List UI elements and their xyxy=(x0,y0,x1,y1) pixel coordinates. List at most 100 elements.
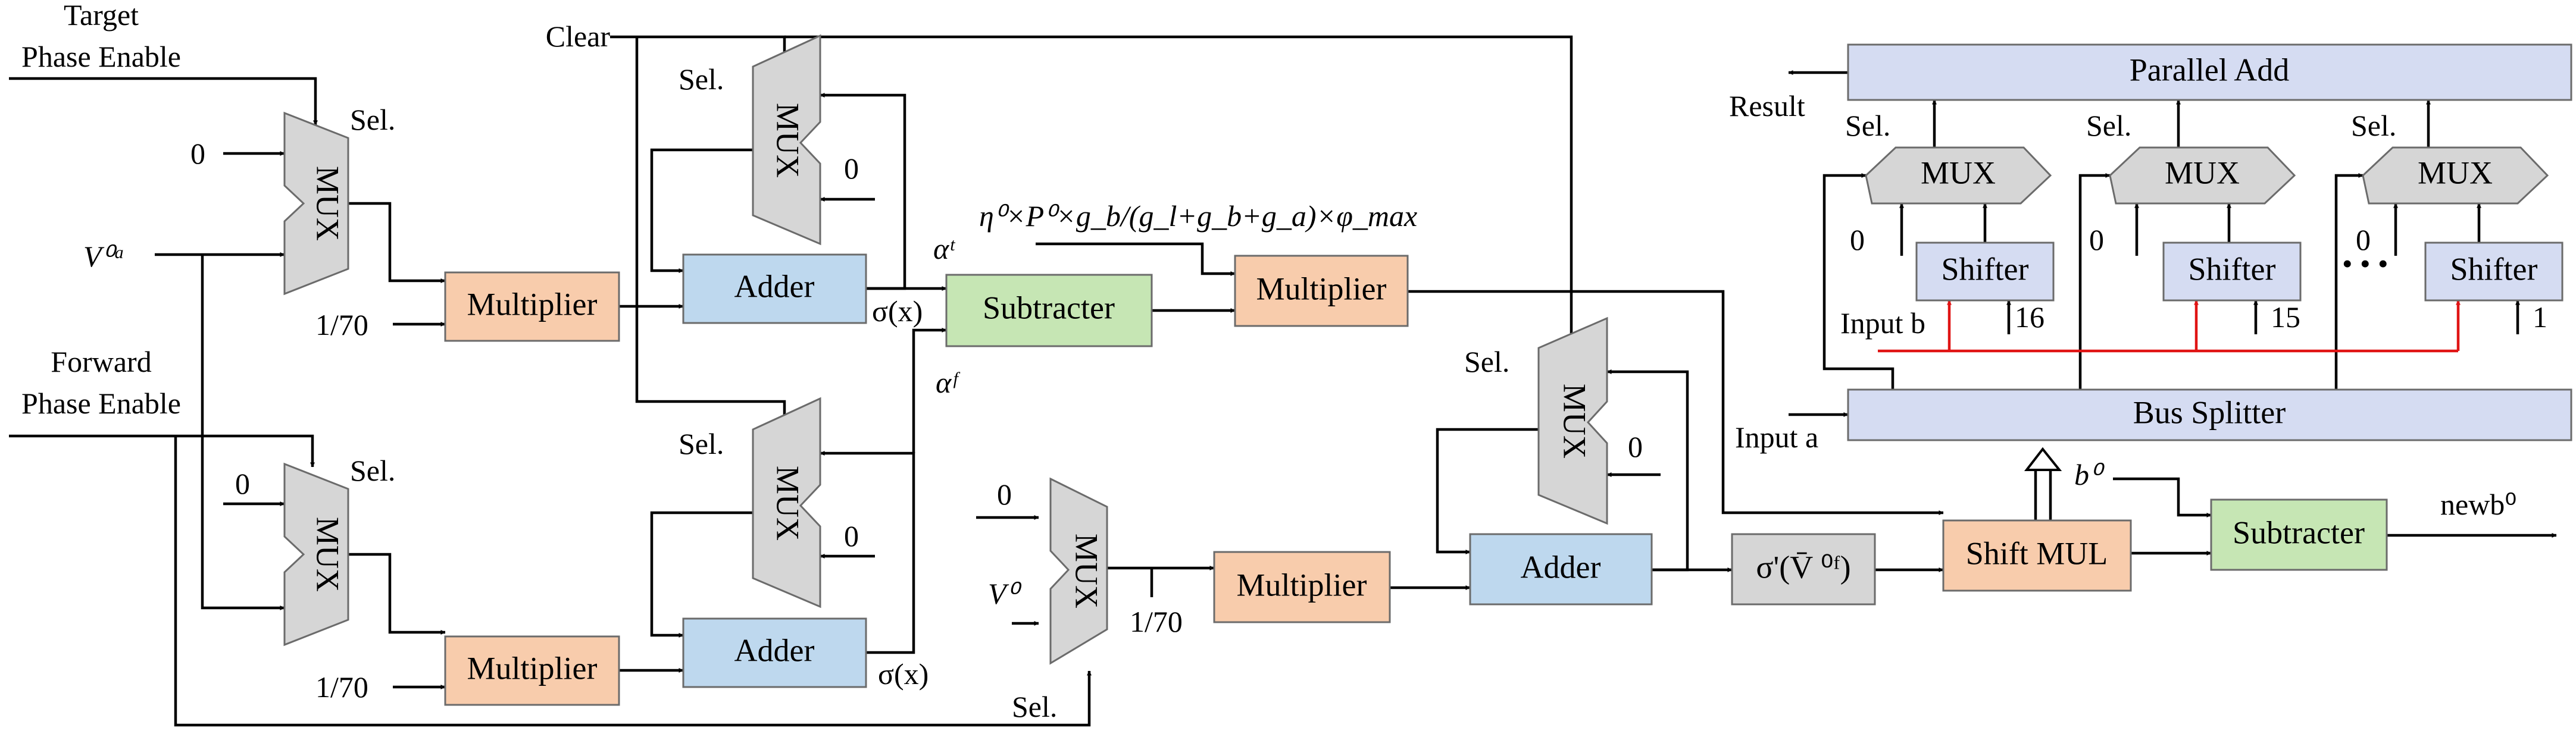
sigma-prime-block: σ'(V̄ ⁰ᶠ) xyxy=(1731,533,1876,606)
mux-adder1-feedback-label: MUX xyxy=(770,103,806,178)
label-zero-mux8: 0 xyxy=(2089,223,2104,256)
wire-forward-to-mux5 xyxy=(174,436,1092,727)
mux-forward: MUX xyxy=(283,462,349,647)
adder-2-label: Adder xyxy=(734,632,815,668)
sigma-prime-box xyxy=(1731,533,1876,606)
wire-mux5-adder2 xyxy=(650,511,753,638)
mux-adder3-feedback-label: MUX xyxy=(1557,384,1593,459)
wire-clear-mux3 xyxy=(784,35,1574,347)
parallel-add-label: Parallel Add xyxy=(2130,52,2289,87)
label-sel-mux7: Sel. xyxy=(1845,109,1890,142)
label-alpha-f: αᶠ xyxy=(936,366,961,399)
label-ellipsis: • • • xyxy=(2342,247,2389,280)
multiplier-3-box xyxy=(1234,255,1409,327)
shifter-3: Shifter xyxy=(2424,241,2564,302)
shifter-1-box xyxy=(1915,241,2055,302)
label-v0: V⁰ xyxy=(988,577,1023,610)
wire-bus-mux7 xyxy=(1822,173,1895,390)
subtracter-2-label: Subtracter xyxy=(2233,515,2365,550)
wire-bus-mux9 xyxy=(2334,173,2364,390)
shifter-1-label: Shifter xyxy=(1942,251,2029,287)
multiplier-1: Multiplier xyxy=(444,271,620,342)
label-shift-1: 1 xyxy=(2533,300,2547,334)
adder-3: Adder xyxy=(1469,533,1653,606)
shifter-2: Shifter xyxy=(2162,241,2302,302)
label-zero-mux5: 0 xyxy=(844,519,859,553)
mux-v0-shape xyxy=(1049,477,1108,665)
multiplier-4-box xyxy=(1213,551,1391,623)
label-sigma-x-2: σ(x) xyxy=(878,657,929,691)
wire-mult3-shiftmul xyxy=(1408,290,1944,515)
wire-mux1-mult1 xyxy=(348,202,446,283)
multiplier-2-label: Multiplier xyxy=(467,650,598,686)
labels: Target Phase Enable Forward Phase Enable… xyxy=(21,0,2547,723)
mux-v0-label: MUX xyxy=(1069,534,1105,608)
mux-adder2-feedback-label: MUX xyxy=(770,466,806,541)
wire-target-enable xyxy=(9,77,318,126)
adder-2: Adder xyxy=(682,617,867,688)
label-sel-mux5: Sel. xyxy=(679,427,724,460)
mux-v0: MUX xyxy=(1049,477,1108,665)
wire-forward-enable xyxy=(9,434,315,468)
label-zero-mux6: 0 xyxy=(997,478,1012,511)
label-forward-1: Forward xyxy=(51,345,151,378)
mux-adder3-feedback: MUX xyxy=(1537,316,1608,525)
subtracter-1-label: Subtracter xyxy=(983,290,1115,325)
mux-adder1-feedback: MUX xyxy=(752,34,821,246)
label-sel-mux1: Sel. xyxy=(350,103,395,136)
wire-b0-sub2 xyxy=(2113,477,2212,517)
label-b0: b⁰ xyxy=(2074,458,2105,491)
label-zero-mux2: 0 xyxy=(235,467,250,500)
sigma-prime-label: σ'(V̄ ⁰ᶠ) xyxy=(1756,549,1850,585)
wire-mux2-mult2 xyxy=(348,553,446,635)
label-zero-mux9: 0 xyxy=(2356,223,2371,256)
label-sel-mux4: Sel. xyxy=(679,62,724,96)
mux-target-shape xyxy=(283,111,349,296)
parallel-add-box xyxy=(1847,43,2572,101)
wire-clear-mux5 xyxy=(635,37,787,422)
mux-shift-2-label: MUX xyxy=(2165,155,2240,190)
label-clear: Clear xyxy=(546,20,611,53)
mux-forward-label: MUX xyxy=(310,517,346,592)
label-alpha-t: αᵗ xyxy=(933,232,955,265)
shifter-1: Shifter xyxy=(1915,241,2055,302)
multiplier-3-label: Multiplier xyxy=(1256,271,1387,306)
mux-forward-shape xyxy=(283,462,349,647)
mux-shift-2-shape xyxy=(2109,146,2296,205)
multiplier-1-box xyxy=(444,271,620,342)
bus-splitter-label: Bus Splitter xyxy=(2133,394,2286,430)
mux-target-label: MUX xyxy=(310,166,346,241)
multiplier-2: Multiplier xyxy=(444,635,620,706)
wire-mux4-adder1 xyxy=(650,148,753,273)
multiplier-1-label: Multiplier xyxy=(467,286,598,322)
label-sel-mux9: Sel. xyxy=(2351,109,2396,142)
label-formula: η⁰×P⁰×g_b/(g_l+g_b+g_a)×φ_max xyxy=(979,199,1417,233)
label-1over70-c: 1/70 xyxy=(1130,605,1183,638)
adder-2-box xyxy=(682,617,867,688)
label-1over70-a: 1/70 xyxy=(315,308,368,341)
multiplier-2-box xyxy=(444,635,620,706)
label-input-b: Input b xyxy=(1840,306,1925,340)
label-v0a: V⁰ᵃ xyxy=(83,240,126,273)
label-zero-mux3: 0 xyxy=(1628,430,1643,463)
wire-mux3-adder3 xyxy=(1436,428,1539,554)
shifter-3-label: Shifter xyxy=(2450,251,2538,287)
label-sel-mux6: Sel. xyxy=(1012,690,1057,723)
label-sel-mux3: Sel. xyxy=(1464,345,1509,378)
mux-shift-1: MUX xyxy=(1865,146,2052,205)
mux-target: MUX xyxy=(283,111,349,296)
multiplier-4-label: Multiplier xyxy=(1237,567,1367,603)
wire-formula-mult3 xyxy=(1036,242,1236,276)
mux-shift-1-shape xyxy=(1865,146,2052,205)
mux-adder2-feedback: MUX xyxy=(752,397,821,608)
label-target-1: Target xyxy=(64,0,139,32)
adder-3-box xyxy=(1469,533,1653,606)
bus-splitter-box xyxy=(1847,388,2572,441)
subtracter-2-box xyxy=(2210,498,2388,571)
label-new-b0: newb⁰ xyxy=(2440,488,2516,521)
wire-v0a-branch xyxy=(201,255,285,610)
adder-1-box xyxy=(682,253,867,324)
adder-1: Adder xyxy=(682,253,867,324)
label-zero-mux1: 0 xyxy=(190,137,205,170)
